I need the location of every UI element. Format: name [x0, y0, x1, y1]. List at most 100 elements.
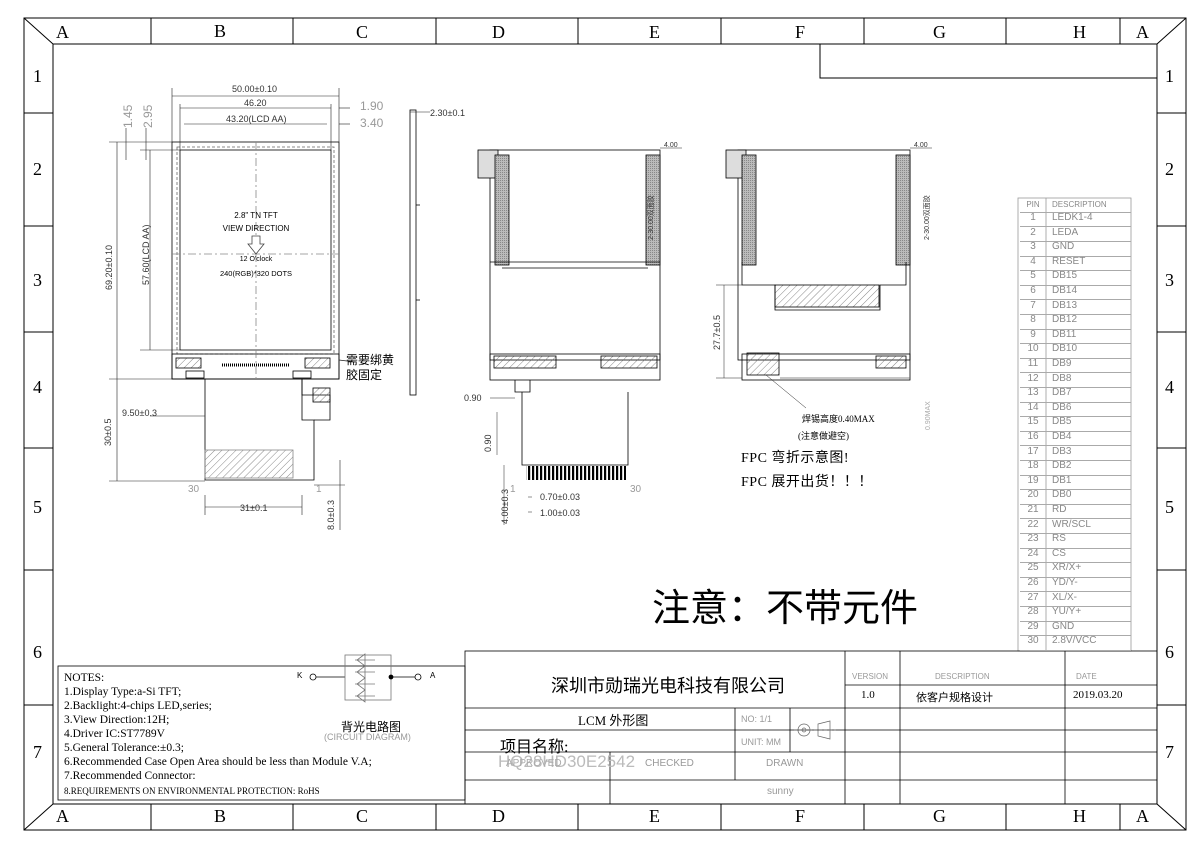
pin-number: 30 [1027, 635, 1039, 647]
pin-number: 26 [1027, 577, 1039, 588]
pin-number: 14 [1027, 401, 1039, 413]
pin-description: DB13 [1052, 299, 1078, 311]
pin-row: 18 DB2 [1020, 460, 1131, 476]
front-view [109, 88, 356, 530]
pin-description: DB11 [1052, 328, 1077, 340]
zone-row-1-right: 1 [1165, 66, 1174, 86]
note-line-8: 8.REQUIREMENTS ON ENVIRONMENTAL PROTECTI… [64, 786, 320, 796]
description-value: 依客户规格设计 [916, 692, 993, 704]
pin-description: RS [1052, 533, 1066, 545]
lcd-label-size: 2.8" TN TFT [234, 211, 278, 220]
pin-row: 7 DB13 [1020, 300, 1131, 315]
zone-row-3-left: 3 [33, 270, 42, 290]
pin-number: 28 [1027, 606, 1039, 618]
dim-fold-height: 27.7±0.5 [712, 315, 722, 350]
dim-side-3-40: 3.40 [360, 116, 384, 130]
note-line-2: 2.Backlight:4-chips LED,series; [64, 700, 212, 712]
zone-col-f-top: F [795, 22, 806, 42]
pin-number: 19 [1027, 474, 1039, 486]
zone-row-1-left: 1 [33, 66, 42, 86]
pin-description: 2.8V/VCC [1052, 635, 1097, 647]
dim-top-2-95: 2.95 [141, 104, 155, 128]
pin-number: 5 [1030, 270, 1036, 282]
dim-fpc-tail: 8.0±0.3 [326, 500, 336, 530]
zone-col-g-top: G [933, 22, 946, 42]
company-name: 深圳市勋瑞光电科技有限公司 [551, 676, 785, 696]
fpc-folded-view [716, 147, 932, 409]
pin-number: 25 [1027, 562, 1039, 574]
pin-description: LEDK1-4 [1052, 212, 1093, 223]
zone-col-f-bottom: F [795, 806, 806, 826]
note-line-1: 1.Display Type:a-Si TFT; [64, 686, 182, 698]
pin-number: 8 [1030, 314, 1036, 326]
zone-col-b-top: B [214, 21, 227, 41]
pin-number: 3 [1030, 241, 1036, 253]
solder-clearance-note: (注意做避空) [798, 431, 849, 441]
description-header: DESCRIPTION [935, 672, 990, 681]
note-line-7: 7.Recommended Connector: [64, 770, 196, 782]
pin-description: DB2 [1052, 460, 1072, 472]
pin-number: 4 [1030, 255, 1036, 267]
lcd-label-clock: 12 O'clock [239, 256, 273, 263]
pin-row: 30 2.8V/VCC [1020, 635, 1131, 651]
dim-top-1-45: 1.45 [121, 104, 135, 128]
fpc-unfold-note: FPC 展开出货！！！ [741, 475, 873, 490]
note-line-3: 3.View Direction:12H; [64, 714, 170, 726]
zone-row-5-left: 5 [33, 497, 42, 517]
dim-fpc-width: 31±0.1 [240, 503, 268, 513]
date-header: DATE [1076, 672, 1097, 681]
fold-tape-length: 2-30.00双面胶 [924, 195, 931, 240]
pin-description: LEDA [1052, 226, 1079, 238]
sheet-number: NO: 1/1 [741, 714, 773, 724]
zone-col-d-top: D [492, 22, 505, 42]
pin-number: 7 [1030, 299, 1036, 311]
pin-number: 12 [1027, 372, 1039, 384]
dim-outline-height: 69.20±0.10 [104, 245, 114, 290]
dim-tape-width: 4.00 [664, 142, 678, 149]
dim-fpc-length: 30±0.5 [103, 418, 113, 446]
pin-description: DB0 [1052, 489, 1072, 501]
pin-description: DB12 [1052, 314, 1078, 326]
pin-description: DB8 [1052, 372, 1072, 384]
pin-row: 25 XR/X+ [1020, 562, 1131, 578]
zone-row-3-right: 3 [1165, 270, 1174, 290]
pin-row: 12 DB8 [1020, 373, 1131, 388]
pin-number: 29 [1027, 620, 1039, 632]
pin-description: DB15 [1052, 270, 1078, 282]
pin-number: 2 [1030, 226, 1036, 238]
fpc-pin-1-label: 1 [316, 484, 322, 495]
lcd-label-dots: 240(RGB)*320 DOTS [219, 269, 293, 278]
pin-description: XR/X+ [1052, 562, 1082, 574]
dim-aa-height: 57.60(LCD AA) [141, 224, 151, 285]
dim-fpc-090-a: 0.90 [464, 393, 482, 403]
note-line-5: 5.General Tolerance:±0.3; [64, 742, 184, 754]
solder-height-note: 焊锡高度0.40MAX [802, 414, 875, 424]
dim-side-1-90: 1.90 [360, 99, 384, 113]
no-components-warning: 注意：不带元件 [652, 586, 919, 630]
dim-fpc-pitch-100: 1.00±0.03 [540, 508, 580, 518]
pin-number: 18 [1027, 460, 1039, 472]
pin-number: 13 [1027, 387, 1039, 399]
pin-number: 15 [1027, 416, 1039, 428]
zone-col-g-bottom: G [933, 806, 946, 826]
pin-description: DB3 [1052, 445, 1072, 457]
projection-symbol [794, 720, 836, 740]
zone-row-6-right: 6 [1165, 642, 1174, 662]
drawn-label: DRAWN [766, 758, 804, 769]
pin-description: RESET [1052, 255, 1086, 267]
zone-col-e-top: E [649, 22, 660, 42]
dim-fpc-offset: 9.50±0.3 [122, 408, 157, 418]
zone-col-c-bottom: C [356, 806, 369, 826]
